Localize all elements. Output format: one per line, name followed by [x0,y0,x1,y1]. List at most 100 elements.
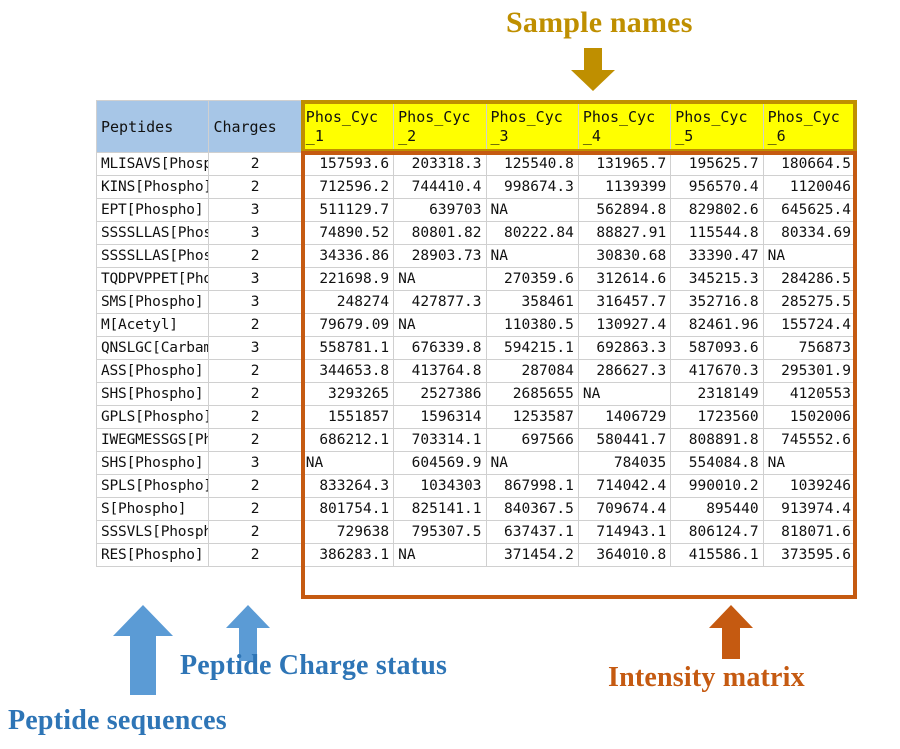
cell-intensity[interactable]: 28903.73 [393,244,487,268]
cell-intensity[interactable]: 358461 [485,290,579,314]
cell-peptide[interactable]: MLISAVS[Phospho] [95,152,210,176]
table-row[interactable]: QNSLGC[Carbamidomethyl]3558781.1676339.8… [95,336,857,360]
cell-peptide[interactable]: SSSVLS[Phospho] [95,520,210,544]
cell-intensity[interactable]: 203318.3 [393,152,487,176]
cell-intensity[interactable]: 125540.8 [485,152,579,176]
cell-intensity[interactable]: 998674.3 [485,175,579,199]
cell-intensity[interactable]: 867998.1 [485,474,579,498]
cell-intensity[interactable]: 373595.6 [762,543,857,567]
column-header-sample-4[interactable]: Phos_Cyc _4 [577,100,672,153]
cell-intensity[interactable]: 157593.6 [300,152,395,176]
cell-intensity[interactable]: 110380.5 [485,313,579,337]
cell-intensity[interactable]: 33390.47 [670,244,764,268]
cell-intensity[interactable]: 1596314 [393,405,487,429]
cell-intensity[interactable]: NA [577,382,672,406]
cell-intensity[interactable]: 604569.9 [393,451,487,475]
cell-intensity[interactable]: NA [485,451,579,475]
cell-intensity[interactable]: 729638 [300,520,395,544]
cell-charge[interactable]: 2 [208,152,302,176]
cell-intensity[interactable]: 287084 [485,359,579,383]
cell-intensity[interactable]: 806124.7 [670,520,764,544]
cell-intensity[interactable]: 829802.6 [670,198,764,222]
cell-intensity[interactable]: 80801.82 [393,221,487,245]
column-header-sample-3[interactable]: Phos_Cyc _3 [485,100,579,153]
cell-intensity[interactable]: 285275.5 [762,290,857,314]
cell-intensity[interactable]: 82461.96 [670,313,764,337]
cell-intensity[interactable]: 840367.5 [485,497,579,521]
cell-charge[interactable]: 3 [208,267,302,291]
cell-intensity[interactable]: 1723560 [670,405,764,429]
cell-intensity[interactable]: NA [762,244,857,268]
cell-intensity[interactable]: 580441.7 [577,428,672,452]
cell-intensity[interactable]: NA [393,543,487,567]
cell-peptide[interactable]: QNSLGC[Carbamidomethyl] [95,336,210,360]
cell-charge[interactable]: 3 [208,221,302,245]
cell-intensity[interactable]: 637437.1 [485,520,579,544]
cell-intensity[interactable]: 895440 [670,497,764,521]
cell-intensity[interactable]: NA [485,198,579,222]
cell-intensity[interactable]: 413764.8 [393,359,487,383]
cell-charge[interactable]: 3 [208,290,302,314]
cell-charge[interactable]: 2 [208,520,302,544]
cell-peptide[interactable]: EPT[Phospho] [95,198,210,222]
cell-intensity[interactable]: 714042.4 [577,474,672,498]
cell-intensity[interactable]: 511129.7 [300,198,395,222]
table-row[interactable]: MLISAVS[Phospho]2157593.6203318.3125540.… [95,152,857,176]
cell-intensity[interactable]: 30830.68 [577,244,672,268]
cell-intensity[interactable]: 956570.4 [670,175,764,199]
cell-intensity[interactable]: 1039246 [762,474,857,498]
cell-intensity[interactable]: NA [393,313,487,337]
cell-intensity[interactable]: 756873 [762,336,857,360]
cell-intensity[interactable]: 692863.3 [577,336,672,360]
cell-peptide[interactable]: SHS[Phospho] [95,382,210,406]
cell-intensity[interactable]: 709674.4 [577,497,672,521]
cell-intensity[interactable]: 554084.8 [670,451,764,475]
cell-peptide[interactable]: KINS[Phospho] [95,175,210,199]
cell-intensity[interactable]: 2685655 [485,382,579,406]
cell-charge[interactable]: 2 [208,474,302,498]
cell-intensity[interactable]: 825141.1 [393,497,487,521]
cell-intensity[interactable]: 745552.6 [762,428,857,452]
cell-intensity[interactable]: 352716.8 [670,290,764,314]
cell-intensity[interactable]: 415586.1 [670,543,764,567]
cell-intensity[interactable]: 1551857 [300,405,395,429]
cell-intensity[interactable]: 80334.69 [762,221,857,245]
cell-intensity[interactable]: 312614.6 [577,267,672,291]
cell-intensity[interactable]: 558781.1 [300,336,395,360]
cell-intensity[interactable]: 784035 [577,451,672,475]
cell-peptide[interactable]: M[Acetyl] [95,313,210,337]
cell-intensity[interactable]: 818071.6 [762,520,857,544]
cell-intensity[interactable]: 286627.3 [577,359,672,383]
cell-intensity[interactable]: 833264.3 [300,474,395,498]
cell-intensity[interactable]: 386283.1 [300,543,395,567]
cell-charge[interactable]: 3 [208,451,302,475]
cell-intensity[interactable]: 639703 [393,198,487,222]
column-header-sample-1[interactable]: Phos_Cyc _1 [300,100,395,153]
cell-intensity[interactable]: 345215.3 [670,267,764,291]
cell-intensity[interactable]: 587093.6 [670,336,764,360]
cell-charge[interactable]: 2 [208,428,302,452]
cell-intensity[interactable]: 2527386 [393,382,487,406]
cell-intensity[interactable]: 1139399 [577,175,672,199]
cell-intensity[interactable]: 88827.91 [577,221,672,245]
cell-peptide[interactable]: GPLS[Phospho] [95,405,210,429]
column-header-sample-2[interactable]: Phos_Cyc _2 [393,100,487,153]
cell-intensity[interactable]: 248274 [300,290,395,314]
cell-intensity[interactable]: 2318149 [670,382,764,406]
cell-peptide[interactable]: SPLS[Phospho] [95,474,210,498]
cell-intensity[interactable]: 808891.8 [670,428,764,452]
cell-intensity[interactable]: 130927.4 [577,313,672,337]
cell-intensity[interactable]: 371454.2 [485,543,579,567]
cell-intensity[interactable]: 295301.9 [762,359,857,383]
column-header-sample-5[interactable]: Phos_Cyc _5 [670,100,764,153]
cell-intensity[interactable]: 594215.1 [485,336,579,360]
cell-peptide[interactable]: SSSSLLAS[Phospho] [95,221,210,245]
cell-intensity[interactable]: NA [762,451,857,475]
cell-intensity[interactable]: 1502006 [762,405,857,429]
cell-intensity[interactable]: 795307.5 [393,520,487,544]
cell-intensity[interactable]: 801754.1 [300,497,395,521]
